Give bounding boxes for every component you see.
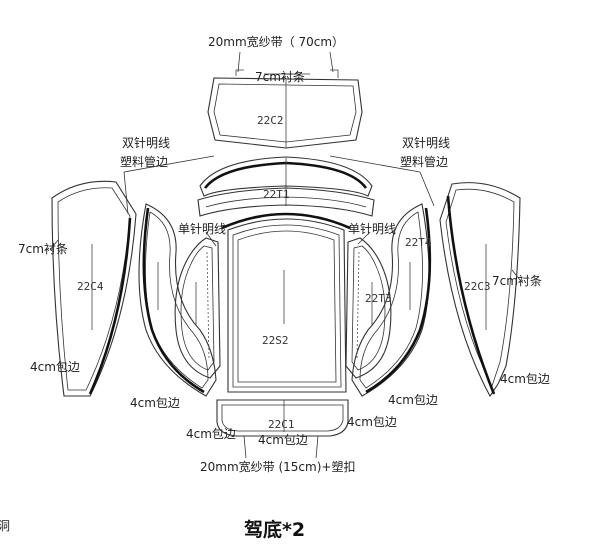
diagram-title: 驾底*2 bbox=[244, 518, 305, 541]
code-22t3: 22T3 bbox=[365, 292, 392, 305]
label-bind-right-outer: 4cm包边 bbox=[500, 372, 550, 386]
piece-22t4 bbox=[351, 203, 432, 397]
label-top-band: 20mm宽纱带（ 70cm） bbox=[208, 34, 344, 49]
piece-22c1 bbox=[216, 399, 349, 459]
piece-22t1 bbox=[197, 156, 375, 217]
label-single-needle-left: 单针明线 bbox=[178, 221, 226, 236]
code-22c4: 22C4 bbox=[77, 280, 104, 293]
code-22c2: 22C2 bbox=[257, 114, 284, 127]
label-corner-fragment: 洞 bbox=[0, 519, 10, 533]
piece-left-inner bbox=[174, 237, 221, 379]
code-22c3: 22C3 bbox=[464, 280, 491, 293]
label-bind-left-mid: 4cm包边 bbox=[130, 396, 180, 410]
piece-22s2 bbox=[221, 212, 351, 393]
label-bind-bottom-left: 4cm包边 bbox=[186, 427, 236, 441]
label-double-needle-right-1: 双针明线 bbox=[402, 135, 450, 150]
leader-lines bbox=[49, 155, 521, 281]
piece-22c3 bbox=[439, 182, 521, 398]
part-codes: 22C2 22T1 22C4 22T4 22C3 22T3 22S2 22C1 bbox=[77, 114, 491, 431]
label-strip-left: 7cm衬条 bbox=[18, 242, 68, 256]
label-bind-left-outer: 4cm包边 bbox=[30, 360, 80, 374]
code-22t1: 22T1 bbox=[263, 188, 290, 201]
label-strip-right: 7cm衬条 bbox=[492, 274, 542, 288]
label-double-needle-right-2: 塑料管边 bbox=[400, 154, 448, 169]
piece-22t3 bbox=[345, 237, 392, 379]
label-bottom-band: 20mm宽纱带 (15cm)+塑扣 bbox=[200, 459, 355, 474]
piece-left-middle bbox=[138, 203, 217, 397]
label-bind-bottom-center: 4cm包边 bbox=[258, 433, 308, 447]
label-bind-right-mid: 4cm包边 bbox=[388, 393, 438, 407]
code-22t4: 22T4 bbox=[405, 236, 432, 249]
code-22s2: 22S2 bbox=[262, 334, 289, 347]
piece-22c2 bbox=[207, 51, 363, 149]
label-single-needle-right: 单针明线 bbox=[348, 221, 396, 236]
code-22c1: 22C1 bbox=[268, 418, 295, 431]
label-double-needle-left-2: 塑料管边 bbox=[120, 154, 168, 169]
piece-22c4 bbox=[51, 180, 137, 397]
label-double-needle-left-1: 双针明线 bbox=[122, 135, 170, 150]
label-bind-bottom-right: 4cm包边 bbox=[347, 415, 397, 429]
label-top-strip: 7cm衬条 bbox=[255, 70, 305, 84]
labels: 20mm宽纱带（ 70cm） 7cm衬条 双针明线 塑料管边 双针明线 塑料管边… bbox=[0, 34, 550, 533]
